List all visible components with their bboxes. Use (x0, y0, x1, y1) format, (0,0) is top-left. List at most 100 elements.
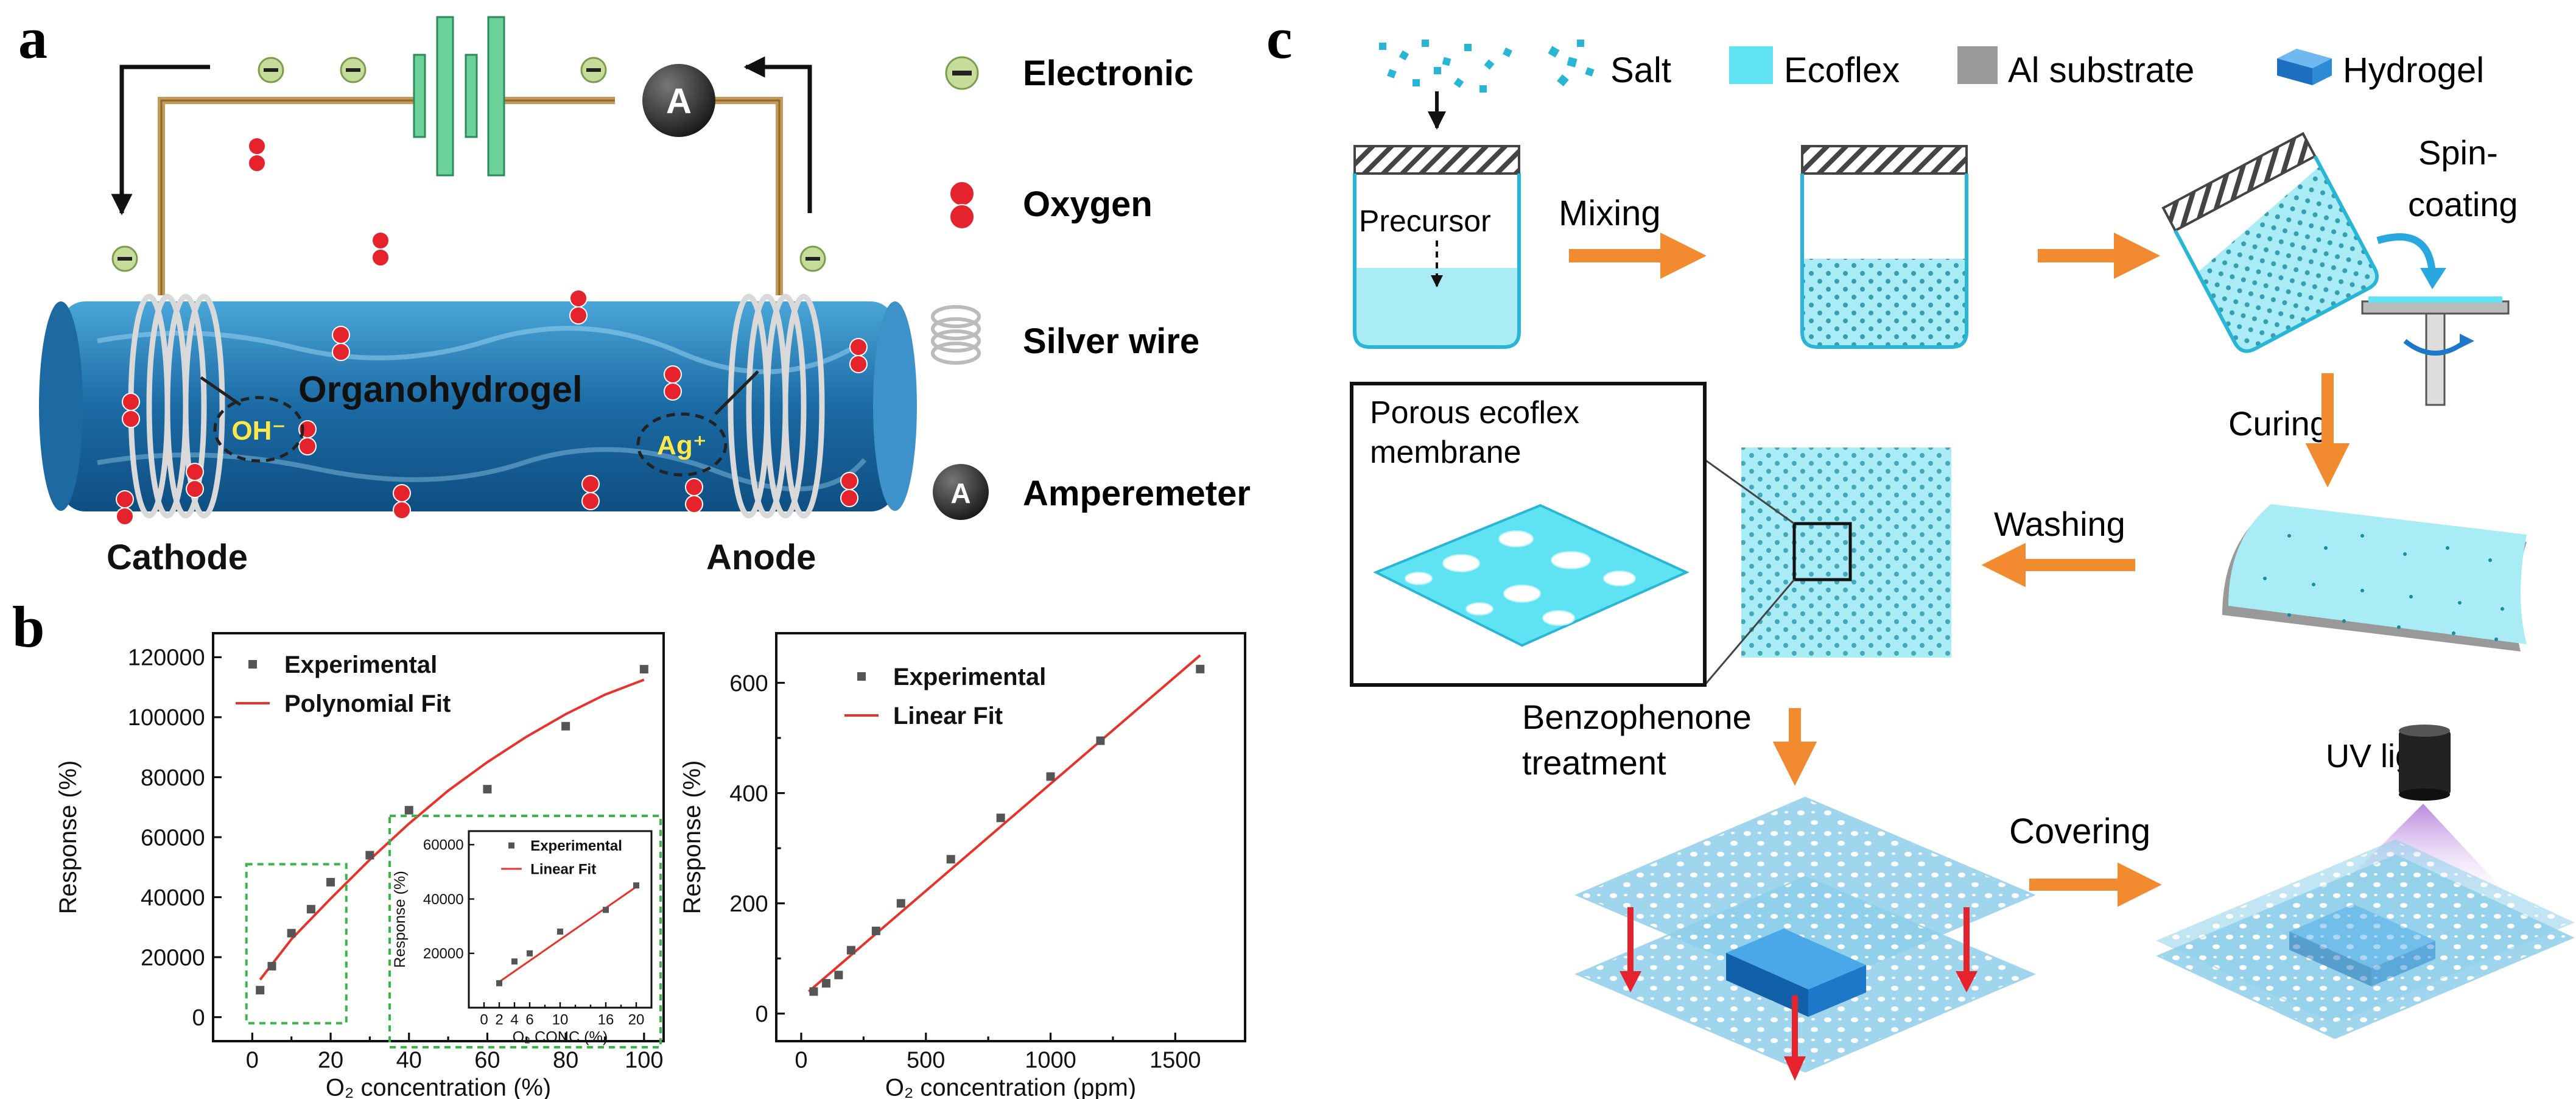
legend-label: Experimental (530, 838, 622, 854)
step-washing-label: Washing (1994, 505, 2125, 543)
arrow-covering (2029, 862, 2162, 907)
zoom-box (1792, 522, 1852, 581)
y-tick-label: 40000 (141, 885, 205, 911)
legend-marker (857, 672, 866, 681)
beaker-pouring (2161, 132, 2379, 353)
legend-marker (508, 842, 514, 849)
ammeter-symbol: A (666, 82, 692, 121)
data-point (267, 961, 276, 971)
al-substrate-icon (1957, 46, 1998, 84)
pour-flow-arrow (2376, 233, 2436, 275)
legend-label: Polynomial Fit (284, 690, 451, 717)
arrow-mixing (1569, 233, 1707, 279)
data-point (365, 851, 374, 860)
y-tick-label: 400 (729, 781, 768, 807)
y-tick-label: 20000 (141, 945, 205, 971)
x-tick-label: 6 (525, 1012, 533, 1028)
current-arrow-right (743, 56, 812, 213)
arrow-washing (1981, 542, 2135, 588)
x-tick-label: 16 (598, 1012, 614, 1028)
fit-line (499, 886, 637, 983)
cathode-label: Cathode (107, 538, 248, 577)
step-benzophenone-label-1: Benzophenone (1522, 698, 1752, 736)
x-tick-label: 100 (625, 1048, 663, 1073)
panel-c: c Salt Ecoflex Al substrate Hydrogel (1266, 5, 2575, 1081)
data-point (633, 882, 639, 889)
ammeter-icon: A (933, 464, 989, 520)
panel-a: a A (18, 5, 1251, 577)
data-point (287, 929, 296, 938)
y-tick-label: 0 (192, 1005, 205, 1031)
arrow-curing (2305, 373, 2350, 488)
x-tick-label: 20 (628, 1012, 645, 1028)
x-axis-title: O₂ concentration (ppm) (885, 1074, 1136, 1099)
x-tick-label: 80 (553, 1048, 578, 1073)
silver-wire-icon (931, 305, 981, 365)
data-point (996, 813, 1005, 823)
x-tick-label: 0 (246, 1048, 259, 1073)
oh-ion-region (213, 396, 304, 463)
data-point (326, 877, 335, 887)
legend-hydrogel-label: Hydrogel (2343, 51, 2484, 90)
y-tick-label: 20000 (423, 946, 464, 962)
electron-icon (945, 56, 979, 90)
step-curing-label: Curing (2228, 404, 2329, 443)
x-axis-title: O₂ concentration (%) (326, 1074, 551, 1099)
panel-label-a: a (18, 5, 47, 71)
legend-label: Linear Fit (530, 861, 596, 877)
organohydrogel-label: Organohydrogel (298, 369, 583, 410)
cured-membrane-icon (2222, 504, 2527, 651)
salt-icon (1379, 40, 1512, 93)
x-tick-label: 500 (907, 1048, 945, 1073)
data-point (846, 946, 855, 955)
legend-oxygen-label: Oxygen (1023, 184, 1153, 224)
y-axis-title: Response (%) (679, 760, 706, 915)
data-point (404, 806, 413, 815)
legend-label: Experimental (893, 664, 1046, 690)
x-tick-label: 0 (795, 1048, 807, 1073)
x-tick-label: 10 (552, 1012, 569, 1028)
battery-icon (413, 16, 505, 177)
y-axis-title: Response (%) (391, 871, 409, 968)
legend-salt-label: Salt (1610, 51, 1671, 90)
y-tick-label: 200 (729, 891, 768, 917)
data-point (834, 971, 843, 980)
ag-pointer-line (714, 370, 759, 415)
fit-line (807, 654, 1201, 993)
panel-label-b: b (12, 594, 44, 659)
data-point (871, 926, 880, 935)
y-tick-label: 60000 (423, 837, 464, 854)
porous-membrane-square (1704, 448, 1951, 686)
step-mixing-label: Mixing (1559, 194, 1661, 233)
y-tick-label: 40000 (423, 891, 464, 908)
data-point (561, 722, 570, 731)
x-tick-label: 2 (495, 1012, 503, 1028)
y-axis-title: Response (%) (55, 760, 82, 915)
oh-pointer-line (200, 376, 242, 407)
step-spin-label-2: coating (2408, 185, 2518, 223)
current-arrow-left (111, 65, 210, 216)
beaker-precursor: Precursor (1353, 145, 1521, 349)
panel-label-c: c (1266, 5, 1293, 71)
axes-frame (775, 632, 1246, 1042)
hydrogel-block (1726, 929, 1866, 1017)
legend-label: Linear Fit (893, 703, 1003, 729)
data-point (527, 950, 533, 957)
data-point (496, 980, 502, 986)
salt-icon (1548, 40, 1595, 86)
y-tick-label: 100000 (128, 705, 205, 731)
svg-text:A: A (950, 477, 970, 509)
precursor-label: Precursor (1359, 204, 1491, 238)
highlight-box (245, 863, 348, 1025)
arrow-pour (2038, 233, 2160, 279)
legend-al-substrate-label: Al substrate (2008, 51, 2194, 90)
data-point (896, 899, 905, 908)
spin-coater-icon (2361, 297, 2510, 406)
legend-electronic-label: Electronic (1023, 54, 1193, 93)
fit-line (259, 678, 645, 981)
porous-label-1: Porous ecoflex (1370, 395, 1579, 430)
oxygen-icon (116, 137, 868, 525)
x-tick-label: 0 (480, 1012, 488, 1028)
